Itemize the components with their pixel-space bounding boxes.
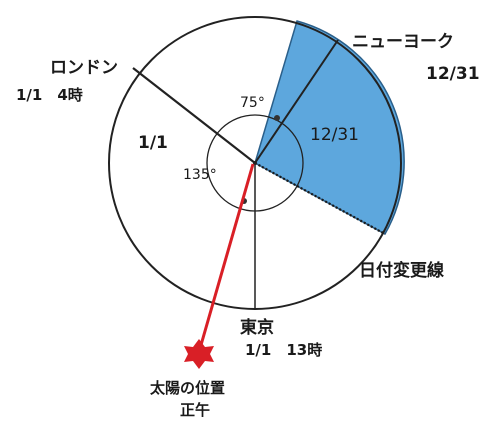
sun-icon bbox=[184, 339, 214, 369]
new-york-date-label: 12/31 bbox=[426, 64, 480, 84]
date-line-label: 日付変更線 bbox=[359, 261, 444, 281]
london-time-label: 1/1 4時 bbox=[16, 86, 83, 104]
london-line bbox=[132, 67, 256, 164]
new-york-line bbox=[254, 39, 339, 164]
new-york-label: ニューヨーク bbox=[352, 32, 454, 52]
noon-label: 正午 bbox=[180, 401, 211, 419]
dec31-sector bbox=[254, 20, 405, 236]
sun-line bbox=[197, 163, 255, 353]
tokyo-label: 東京 bbox=[240, 318, 274, 338]
london-label: ロンドン bbox=[50, 58, 118, 78]
angle-75-label: 75° bbox=[240, 95, 265, 111]
angle-marker-dot-75 bbox=[274, 115, 280, 121]
angle-135-label: 135° bbox=[183, 167, 217, 183]
center-dot bbox=[253, 161, 257, 165]
tokyo-time-label: 1/1 13時 bbox=[245, 341, 323, 359]
dec31-region-label: 12/31 bbox=[310, 125, 359, 145]
jan1-region-label: 1/1 bbox=[138, 133, 168, 153]
date-line bbox=[254, 162, 386, 235]
sun-position-label: 太陽の位置 bbox=[150, 379, 226, 397]
